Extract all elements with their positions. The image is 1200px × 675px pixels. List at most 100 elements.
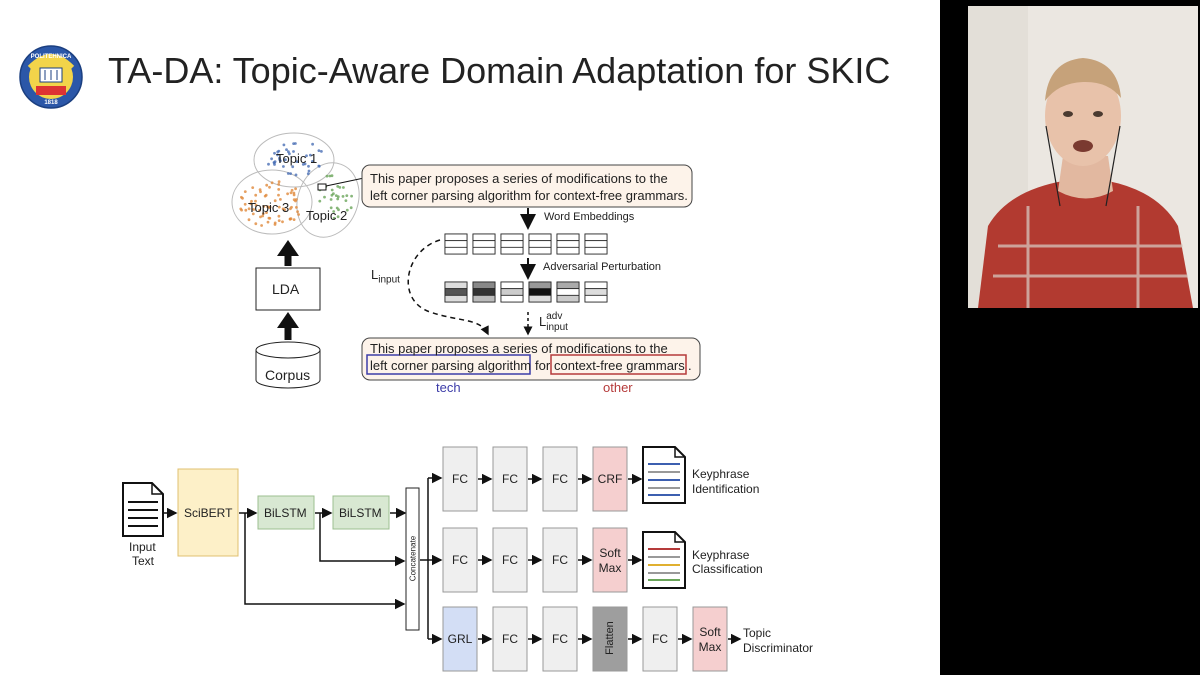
topic-dot [273, 160, 277, 164]
topic-dot [307, 169, 311, 173]
topic-dot [265, 183, 269, 187]
fc-block [542, 606, 578, 672]
logo-year: 1818 [44, 100, 58, 106]
topic-dot [268, 185, 271, 189]
topic-dot [273, 199, 277, 203]
topic-dot [239, 207, 243, 211]
topic-dot [317, 149, 321, 153]
keyphrase-id-label-2: Identification [692, 482, 760, 496]
fc-label: FC [502, 632, 518, 646]
topic-dot [286, 172, 290, 175]
topic-dot [311, 142, 314, 146]
crf-label: CRF [597, 472, 623, 486]
embedding-vector [556, 233, 580, 255]
fc-block [492, 527, 528, 593]
topic-dot [282, 143, 286, 147]
embedding-vector [528, 281, 552, 303]
topic-dot [335, 206, 339, 210]
topic-dot [345, 194, 349, 198]
lda-label: LDA [272, 281, 300, 297]
topic-dot [291, 165, 295, 169]
topic-dot [349, 206, 353, 210]
embedding-vector [444, 233, 468, 255]
tech-span-box [366, 354, 531, 375]
fc-block [492, 446, 528, 512]
embedding-vector [472, 233, 496, 255]
fc-block [442, 446, 478, 512]
bilstm2-block [332, 495, 390, 530]
fc-block [492, 606, 528, 672]
topic-dot [277, 188, 281, 191]
topic-dot [279, 198, 282, 201]
output-period: . [688, 358, 692, 373]
softmax-label-max: Max [698, 640, 722, 654]
topic-dot [283, 208, 286, 212]
crf-block [592, 446, 628, 512]
keyphrase-cls-label-1: Keyphrase [692, 548, 750, 562]
topic-dot [330, 193, 334, 197]
topic-dot [277, 214, 281, 218]
topic-dot [284, 158, 287, 162]
topic-dot [243, 202, 247, 206]
embedding-vector [528, 233, 552, 255]
topic-dot [289, 191, 293, 195]
topic-dot [329, 206, 333, 210]
topic-dot [294, 198, 298, 201]
topic2-cluster [296, 162, 360, 238]
softmax-label-max: Max [598, 561, 622, 575]
topic-dot [336, 215, 340, 219]
concatenate-label: Concatenate [408, 535, 418, 582]
topic-dot [270, 157, 273, 161]
topic-dot [259, 190, 262, 194]
topic-dot [277, 183, 281, 186]
topic-dot [288, 152, 291, 156]
topic-dot [267, 162, 270, 166]
fc-label: FC [552, 553, 568, 567]
topic-dot [267, 216, 271, 220]
keyphrase-cls-label-2: Classification [692, 562, 763, 576]
topic-dot [306, 172, 310, 176]
topic-dot [345, 208, 349, 212]
topic1-label: Topic 1 [276, 151, 318, 166]
embedding-vector [584, 281, 608, 303]
topic-dot [329, 198, 333, 201]
topic-dot [243, 190, 247, 194]
topic-dot [290, 205, 293, 209]
topic-dot [266, 220, 270, 224]
word-embeddings-label: Word Embeddings [544, 211, 635, 223]
slide: POLITEHNICA 1818 TA-DA: Topic-Aware Doma… [19, 45, 891, 672]
topic-dot [240, 195, 243, 199]
embedding-vector [500, 233, 524, 255]
fc-block [442, 527, 478, 593]
topic-dot [249, 202, 253, 206]
webcam-feed [968, 6, 1198, 308]
topic-dot [260, 224, 263, 227]
topic-dot [296, 210, 299, 214]
embedding-vector [556, 281, 580, 303]
topic-dot [258, 188, 262, 192]
fc-block [542, 446, 578, 512]
tag-other: other [603, 380, 633, 395]
topic-dot [320, 150, 323, 153]
topic-dot [262, 205, 266, 208]
topic-dot [251, 212, 255, 216]
topic-dot [273, 151, 276, 155]
keyphrase-id-label-1: Keyphrase [692, 467, 750, 481]
topic-dot [307, 164, 310, 168]
embedding-vector [500, 281, 524, 303]
output-span-tech: left corner parsing algorithm [370, 358, 532, 373]
topic-dot [292, 198, 296, 202]
bilstm2-label: BiLSTM [339, 506, 382, 520]
topic-dot [318, 199, 322, 203]
topic-dot [294, 187, 297, 191]
grl-label: GRL [447, 632, 473, 646]
topic-dot [330, 174, 334, 178]
input-sentence-line1: This paper proposes a series of modifica… [370, 171, 668, 186]
topic-dot [289, 172, 292, 176]
topic-dot [341, 195, 345, 198]
topic-dot [286, 192, 289, 196]
embedding-vector [472, 281, 496, 303]
topic-dot [261, 214, 265, 218]
softmax-label-soft: Soft [599, 546, 621, 560]
topic-dot [244, 208, 248, 212]
